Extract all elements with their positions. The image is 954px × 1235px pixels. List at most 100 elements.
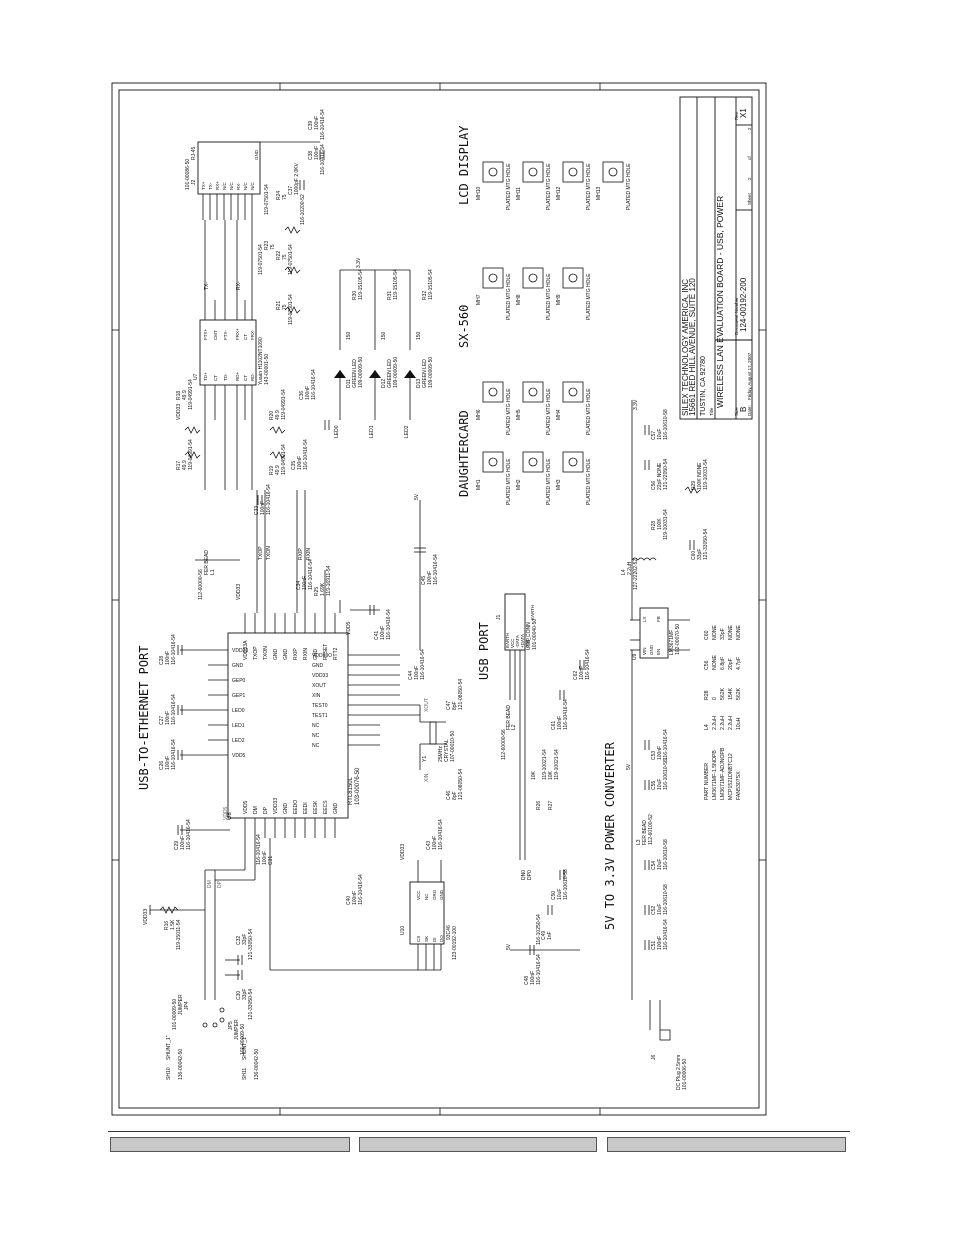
svg-text:GND: GND	[333, 803, 339, 815]
svg-text:VDD33O: VDD33O	[312, 653, 332, 659]
svg-text:LED2: LED2	[404, 425, 410, 438]
sheet-outer-frame	[111, 82, 767, 1116]
svg-text:75: 75	[282, 194, 288, 200]
svg-text:119-10031-54: 119-10031-54	[703, 459, 709, 490]
svg-text:100nF: 100nF	[352, 891, 358, 905]
j6-dc-jack: J6 DC Plug 2.5mm 101-00006-50	[649, 1000, 688, 1090]
svg-text:DM: DM	[253, 806, 259, 814]
svg-text:4.7pF: 4.7pF	[736, 657, 742, 670]
svg-text:XIN: XIN	[312, 693, 321, 699]
footer-bar-left	[110, 1137, 350, 1152]
svg-text:PLATED MTG HOLE: PLATED MTG HOLE	[506, 458, 512, 505]
svg-text:FB: FB	[656, 616, 661, 622]
svg-text:49.9: 49.9	[182, 390, 188, 400]
svg-text:TX-: TX-	[204, 282, 210, 290]
svg-text:100nF: 100nF	[165, 711, 171, 725]
svg-text:R21: R21	[276, 301, 282, 310]
svg-text:CRYSTAL: CRYSTAL	[444, 739, 450, 762]
svg-text:75: 75	[270, 244, 276, 250]
svg-text:VDD33A: VDD33A	[243, 640, 249, 660]
svg-text:3.3V: 3.3V	[633, 399, 639, 410]
svg-text:Sheet: Sheet	[747, 192, 752, 205]
svg-text:10uF: 10uF	[657, 904, 663, 915]
svg-text:MH2: MH2	[516, 479, 522, 490]
svg-text:MH4: MH4	[556, 409, 562, 420]
svg-text:116-10416-54: 116-10416-54	[320, 144, 326, 175]
svg-text:10uF: 10uF	[657, 779, 663, 790]
svg-text:93C46: 93C46	[446, 925, 452, 940]
svg-text:100nF: 100nF	[314, 116, 320, 130]
svg-text:DP: DP	[263, 806, 269, 814]
svg-text:119-07501-54: 119-07501-54	[288, 244, 294, 275]
svg-text:R28: R28	[704, 690, 710, 700]
c32-c30-labels: C32 33pF 121-33050-54 C30 33pF 121-33050…	[236, 929, 254, 1020]
svg-text:TEST0: TEST0	[312, 703, 328, 709]
svg-text:U7: U7	[193, 373, 199, 380]
svg-text:2.2uH: 2.2uH	[720, 716, 726, 730]
u8-cap-labels: C26 100nF 116-10416-54 C27 100nF 116-104…	[159, 634, 274, 865]
svg-text:116-10610-58: 116-10610-58	[663, 884, 669, 915]
svg-text:0: 0	[712, 697, 718, 700]
svg-text:C41: C41	[374, 631, 380, 640]
svg-text:Title: Title	[709, 407, 714, 416]
svg-text:FTX-: FTX-	[223, 330, 228, 340]
svg-text:GND: GND	[525, 637, 530, 648]
svg-text:VDD33: VDD33	[400, 844, 406, 860]
l1-c34-r25-c45-labels: L1 FER BEAD 112-60000-56 C34 100nF 116-1…	[198, 493, 439, 600]
svg-text:49.9: 49.9	[182, 460, 188, 470]
svg-text:116-10416-54: 116-10416-54	[663, 729, 669, 760]
svg-text:119-15011-54: 119-15011-54	[176, 919, 182, 950]
svg-text:75: 75	[282, 254, 288, 260]
svg-text:PLATED MTG HOLE: PLATED MTG HOLE	[546, 458, 552, 505]
svg-text:DP0: DP0	[527, 870, 533, 880]
svg-text:C55: C55	[651, 781, 657, 790]
svg-text:FER BEAD: FER BEAD	[506, 705, 512, 730]
svg-text:L3: L3	[636, 839, 642, 845]
svg-text:R23: R23	[264, 241, 270, 250]
svg-text:C60: C60	[704, 630, 710, 640]
svg-text:33pF: 33pF	[242, 934, 248, 945]
svg-text:X1: X1	[739, 108, 748, 118]
svg-text:CT: CT	[243, 375, 248, 381]
svg-text:C48: C48	[524, 976, 530, 985]
svg-text:GEP0: GEP0	[232, 678, 246, 684]
svg-text:RD+: RD+	[235, 372, 240, 381]
svg-text:CT: CT	[243, 334, 248, 340]
svg-text:MH13: MH13	[596, 186, 602, 200]
svg-text:PLATED MTG HOLE: PLATED MTG HOLE	[506, 388, 512, 435]
svg-text:C43: C43	[426, 841, 432, 850]
svg-text:25MHz: 25MHz	[438, 746, 444, 762]
svg-text:75: 75	[282, 304, 288, 310]
bob-smith-labels: R21 75 119-07501-54 R22 75 119-07501-54 …	[258, 109, 326, 325]
svg-text:116-10416-54: 116-10416-54	[256, 834, 262, 865]
svg-text:TXOP: TXOP	[253, 646, 259, 660]
svg-text:RXIN: RXIN	[306, 548, 312, 560]
svg-text:TX-: TX-	[208, 182, 213, 190]
svg-text:PLATED MTG HOLE: PLATED MTG HOLE	[626, 163, 632, 210]
svg-text:RX+: RX+	[215, 181, 220, 190]
svg-text:LED1: LED1	[232, 723, 245, 729]
svg-text:C36: C36	[299, 391, 305, 400]
svg-text:100nF: 100nF	[557, 716, 563, 730]
svg-text:J6: J6	[651, 1055, 657, 1061]
svg-text:121-33050-54: 121-33050-54	[248, 929, 254, 960]
svg-text:C32: C32	[236, 936, 242, 945]
svg-text:116-10416-54: 116-10416-54	[171, 739, 177, 770]
svg-text:N/C: N/C	[250, 182, 255, 191]
svg-text:C52: C52	[651, 906, 657, 915]
svg-text:VDD33: VDD33	[312, 673, 328, 679]
svg-text:143-00001-50: 143-00001-50	[264, 354, 270, 385]
svg-text:116-10416-54: 116-10416-54	[266, 484, 272, 515]
svg-text:L1: L1	[210, 569, 216, 575]
svg-text:GEP1: GEP1	[232, 693, 246, 699]
svg-text:DC Plug 2.5mm: DC Plug 2.5mm	[676, 1055, 682, 1090]
svg-text:MH9: MH9	[556, 294, 562, 305]
svg-text:N/C: N/C	[222, 182, 227, 191]
svg-text:GND: GND	[439, 889, 444, 900]
svg-text:C57: C57	[651, 431, 657, 440]
rj45-net-labels: TX- RX-	[204, 281, 242, 290]
svg-text:C54: C54	[651, 861, 657, 870]
svg-text:GND: GND	[312, 663, 324, 669]
svg-text:PLATED MTG HOLE: PLATED MTG HOLE	[586, 388, 592, 435]
svg-text:EARTH: EARTH	[505, 633, 510, 648]
